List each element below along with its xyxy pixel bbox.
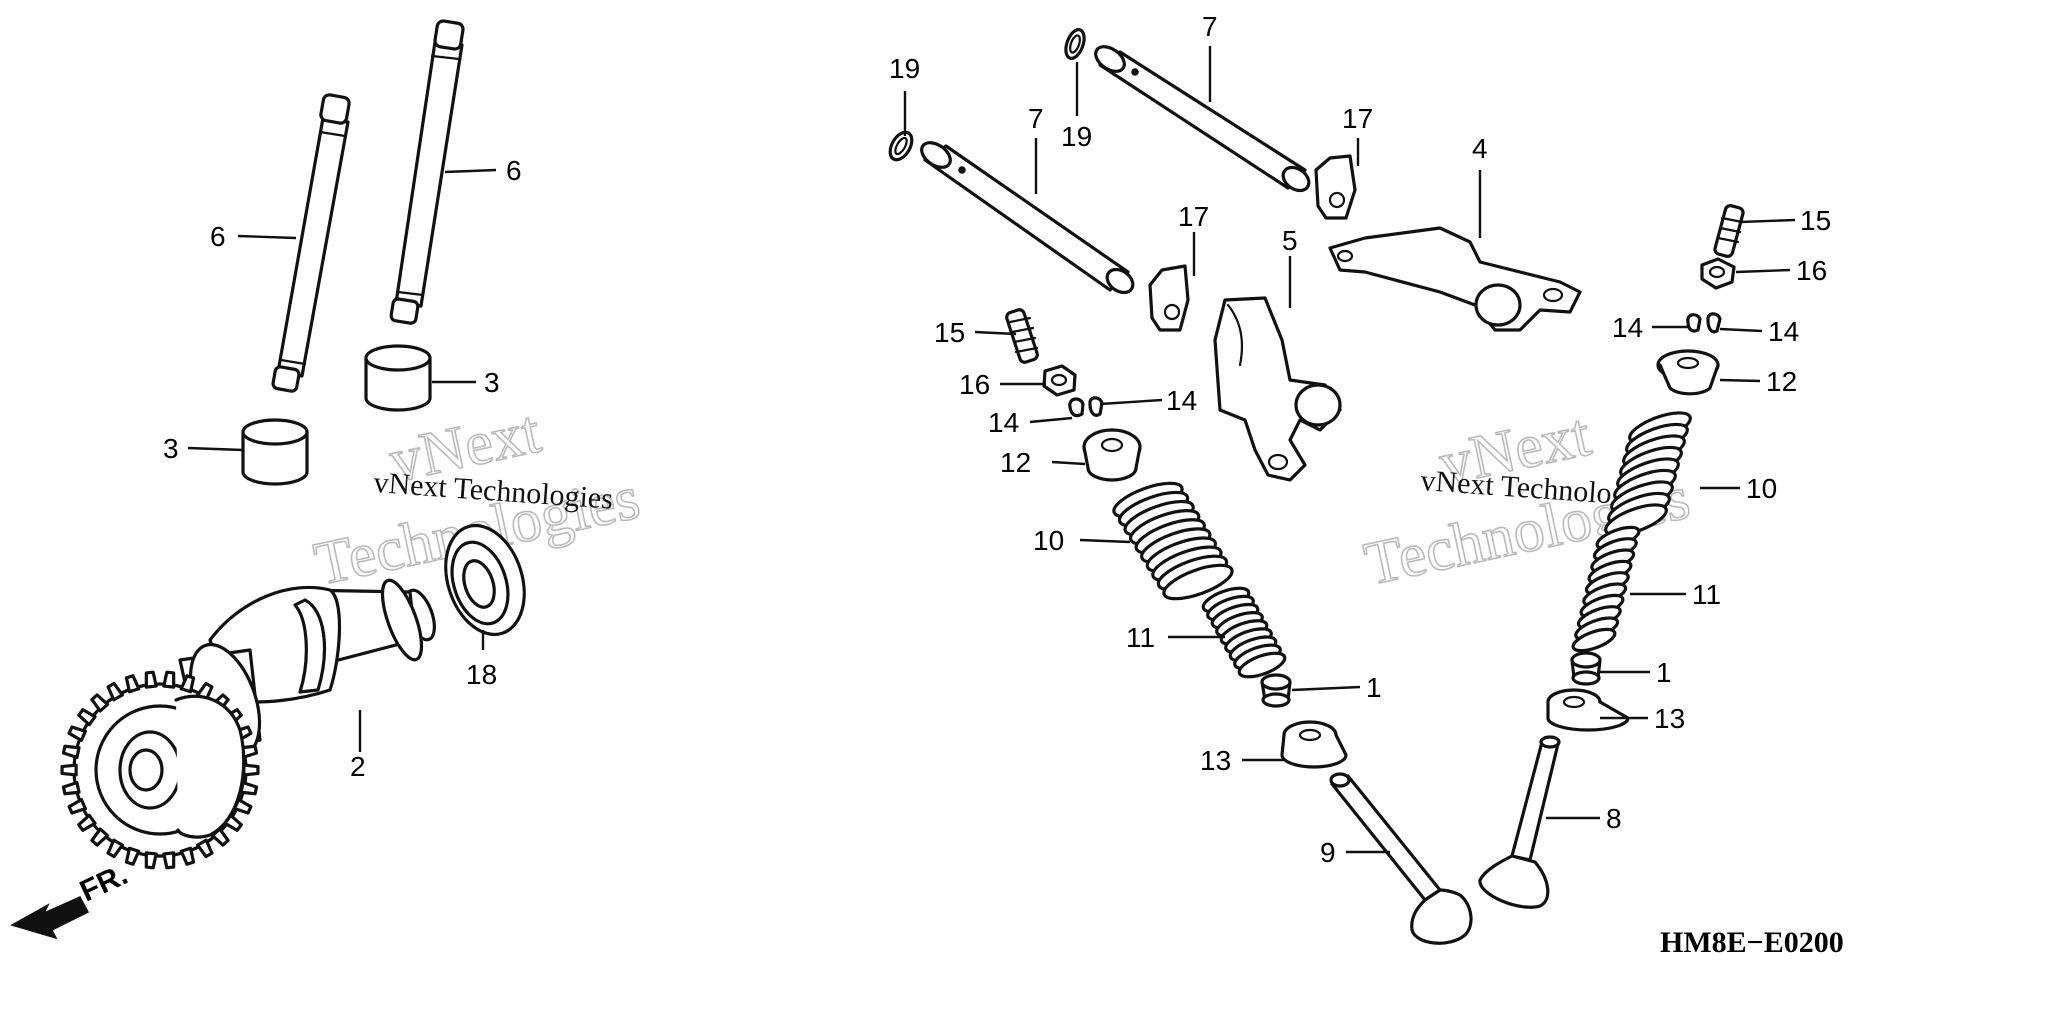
callout-adjuster-screw-right: 15: [1800, 205, 1831, 236]
spring-coil: [1237, 651, 1287, 679]
gear-tooth: [106, 681, 124, 702]
callout-cotter-left-a: 14: [1166, 385, 1197, 416]
rocker-arm-exhaust: [1213, 296, 1342, 482]
gear-tooth: [77, 708, 97, 727]
gear-tooth: [90, 827, 110, 847]
camshaft: [60, 578, 436, 870]
gear-tooth: [90, 693, 110, 713]
gear-tooth: [196, 838, 214, 859]
callout-intake-valve: 8: [1606, 803, 1622, 834]
callout-labels: 6 6 3 3 18 2 7 7 19 19 17 17 5 4 15 16 1…: [163, 11, 1831, 868]
rocker-shaft-right: [1094, 45, 1311, 193]
pushrod-left: [271, 93, 351, 393]
lock-nut-left: [1042, 364, 1077, 397]
spring-seat-right: [1546, 688, 1630, 732]
callout-rocker-shaft-right: 7: [1202, 11, 1218, 42]
callout-spring-seat-right: 13: [1654, 703, 1685, 734]
plate-right: [1314, 154, 1357, 220]
clip-right: [1064, 28, 1086, 60]
gear-tooth: [242, 763, 260, 777]
gear-tooth: [124, 674, 141, 694]
rocker-shaft-left: [920, 141, 1135, 295]
stem-seal-left: [1260, 673, 1292, 708]
gear-tooth: [61, 744, 81, 759]
gear-tooth: [179, 674, 196, 694]
exhaust-valve: [1329, 772, 1473, 945]
spring-coil: [1571, 627, 1617, 653]
gear-tooth: [162, 851, 176, 870]
bearing: [444, 523, 526, 637]
callout-stem-seal-right: 1: [1656, 657, 1672, 688]
gear-tooth: [60, 763, 78, 777]
spring-retainer-right: [1656, 349, 1720, 396]
tappet-lower: [241, 418, 309, 486]
pushrod-right: [389, 19, 465, 325]
lock-nut-right: [1700, 257, 1736, 290]
callout-cotter-right-b: 14: [1768, 316, 1799, 347]
plate-left: [1148, 264, 1190, 332]
inner-spring-right: [1571, 525, 1641, 653]
tappet-upper: [364, 344, 432, 412]
callout-outer-spring-right: 10: [1746, 473, 1777, 504]
callout-outer-spring-left: 10: [1033, 525, 1064, 556]
cotter-left: [1068, 396, 1104, 418]
diagram-code: HM8E−E0200: [1660, 926, 1844, 959]
callout-spring-seat-left: 13: [1200, 745, 1231, 776]
callout-cotter-left-b: 14: [988, 407, 1019, 438]
callout-camshaft: 2: [350, 751, 366, 782]
callout-stem-seal-left: 1: [1366, 672, 1382, 703]
callout-adjuster-screw-left: 15: [934, 317, 965, 348]
callout-pushrod-left: 6: [210, 221, 226, 252]
callout-bearing: 18: [466, 659, 497, 690]
gear-tooth: [179, 846, 196, 866]
spring-seat-left: [1280, 720, 1348, 769]
front-direction-indicator: FR.: [10, 858, 133, 940]
callout-pushrod-right: 6: [506, 155, 522, 186]
callout-lock-nut-right: 16: [1796, 255, 1827, 286]
callout-rocker-shaft-left: 7: [1028, 103, 1044, 134]
inner-spring-left: [1201, 586, 1287, 679]
gear-tooth: [67, 725, 87, 742]
front-label: FR.: [75, 858, 133, 908]
outer-spring-right: [1604, 411, 1692, 537]
stem-seal-right: [1570, 651, 1602, 686]
intake-valve: [1478, 735, 1561, 909]
gear-tooth: [144, 851, 158, 870]
adjuster-screw-right: [1713, 204, 1745, 258]
gear-tooth: [124, 846, 141, 866]
callout-spring-retainer-left: 12: [1000, 447, 1031, 478]
gear-tooth: [106, 838, 124, 859]
callout-tappet-upper: 3: [484, 367, 500, 398]
callout-rocker-arm-exhaust: 5: [1282, 225, 1298, 256]
spring-retainer-left: [1082, 428, 1142, 482]
callout-rocker-arm-intake: 4: [1472, 133, 1488, 164]
callout-cotter-right-a: 14: [1612, 312, 1643, 343]
gear-tooth: [77, 813, 97, 832]
gear-tooth: [162, 670, 176, 689]
gear-tooth: [67, 798, 87, 815]
callout-plate-left: 17: [1178, 201, 1209, 232]
front-arrow-icon: [10, 896, 90, 940]
gear-tooth: [144, 670, 158, 689]
outer-spring-left: [1112, 481, 1234, 601]
gear-tooth: [61, 781, 81, 796]
cotter-right: [1686, 312, 1722, 334]
spring-coil: [1162, 563, 1234, 601]
clip-left: [888, 130, 914, 162]
callout-clip-right: 19: [1061, 121, 1092, 152]
callout-inner-spring-right: 11: [1692, 579, 1721, 610]
callout-lock-nut-left: 16: [959, 369, 990, 400]
callout-inner-spring-left: 11: [1126, 622, 1155, 653]
callout-plate-right: 17: [1342, 103, 1373, 134]
callout-tappet-lower: 3: [163, 433, 179, 464]
adjuster-screw-left: [1005, 308, 1039, 364]
callout-exhaust-valve: 9: [1320, 837, 1336, 868]
leader-lines: [187, 46, 1796, 854]
callout-spring-retainer-right: 12: [1766, 366, 1797, 397]
callout-clip-left: 19: [889, 53, 920, 84]
rocker-arm-intake: [1328, 226, 1582, 332]
